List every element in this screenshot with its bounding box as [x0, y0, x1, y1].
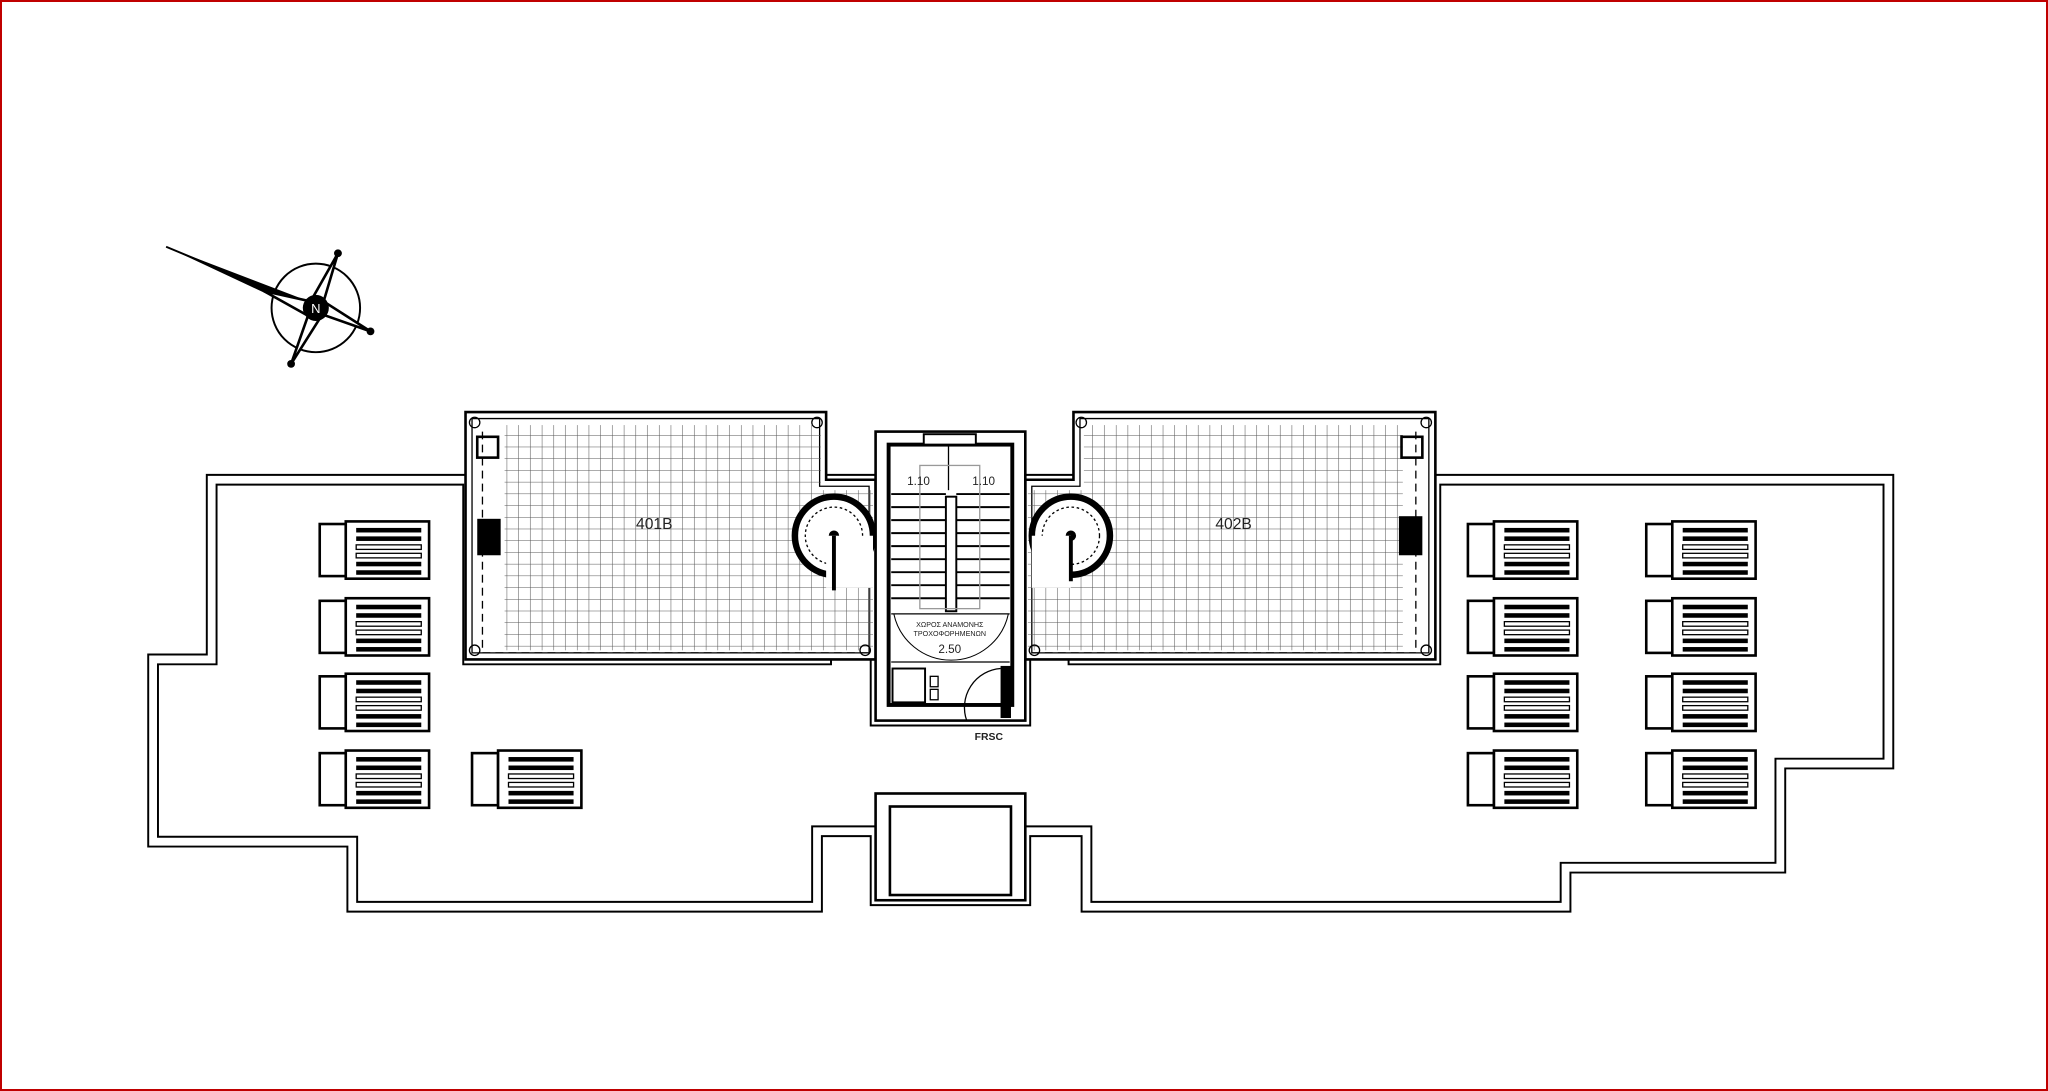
flight-width-left: 1.10	[907, 475, 930, 488]
ac-unit	[318, 672, 431, 733]
terrace-401b: 401B	[464, 410, 877, 661]
spiral-stair-right	[1028, 493, 1114, 588]
ac-unit	[1466, 596, 1579, 657]
door-label-frsc: FRSC	[975, 732, 1004, 743]
waiting-area-label-line2: ΤΡΟΧΟΦΟΡΗΜΕΝΩΝ	[914, 630, 987, 638]
ac-unit	[1644, 672, 1757, 733]
ac-unit	[1466, 520, 1579, 580]
room-label-401b: 401B	[636, 516, 672, 533]
ac-unit	[470, 749, 583, 810]
ac-unit	[1466, 749, 1579, 810]
spiral-stair-left	[791, 493, 877, 591]
waiting-area-label-line1: ΧΩΡΟΣ ΑΝΑΜΟΝΗΣ	[916, 621, 984, 629]
shaft-box	[874, 792, 1027, 902]
stair-treads	[891, 493, 1010, 600]
flight-width-right: 1.10	[972, 475, 995, 488]
ac-unit	[318, 749, 431, 810]
stair-core: 1.10 1.10 ΧΩΡΟΣ ΑΝΑΜΟΝΗΣ ΤΡΟΧΟΦΟΡΗΜΕΝΩΝ …	[874, 430, 1027, 743]
ac-unit	[1644, 596, 1757, 657]
ac-unit	[318, 596, 431, 657]
ac-unit	[1644, 749, 1757, 810]
compass-north-glyph: N	[311, 301, 320, 316]
room-label-402b: 402B	[1215, 516, 1251, 533]
ac-units	[318, 520, 1757, 810]
ac-unit	[318, 520, 431, 580]
landing-depth-dimension: 2.50	[938, 643, 961, 656]
north-arrow-compass: N	[165, 245, 375, 368]
terrace-402b: 402B	[1024, 410, 1437, 661]
ac-unit	[1466, 672, 1579, 733]
ac-unit	[1644, 520, 1757, 580]
